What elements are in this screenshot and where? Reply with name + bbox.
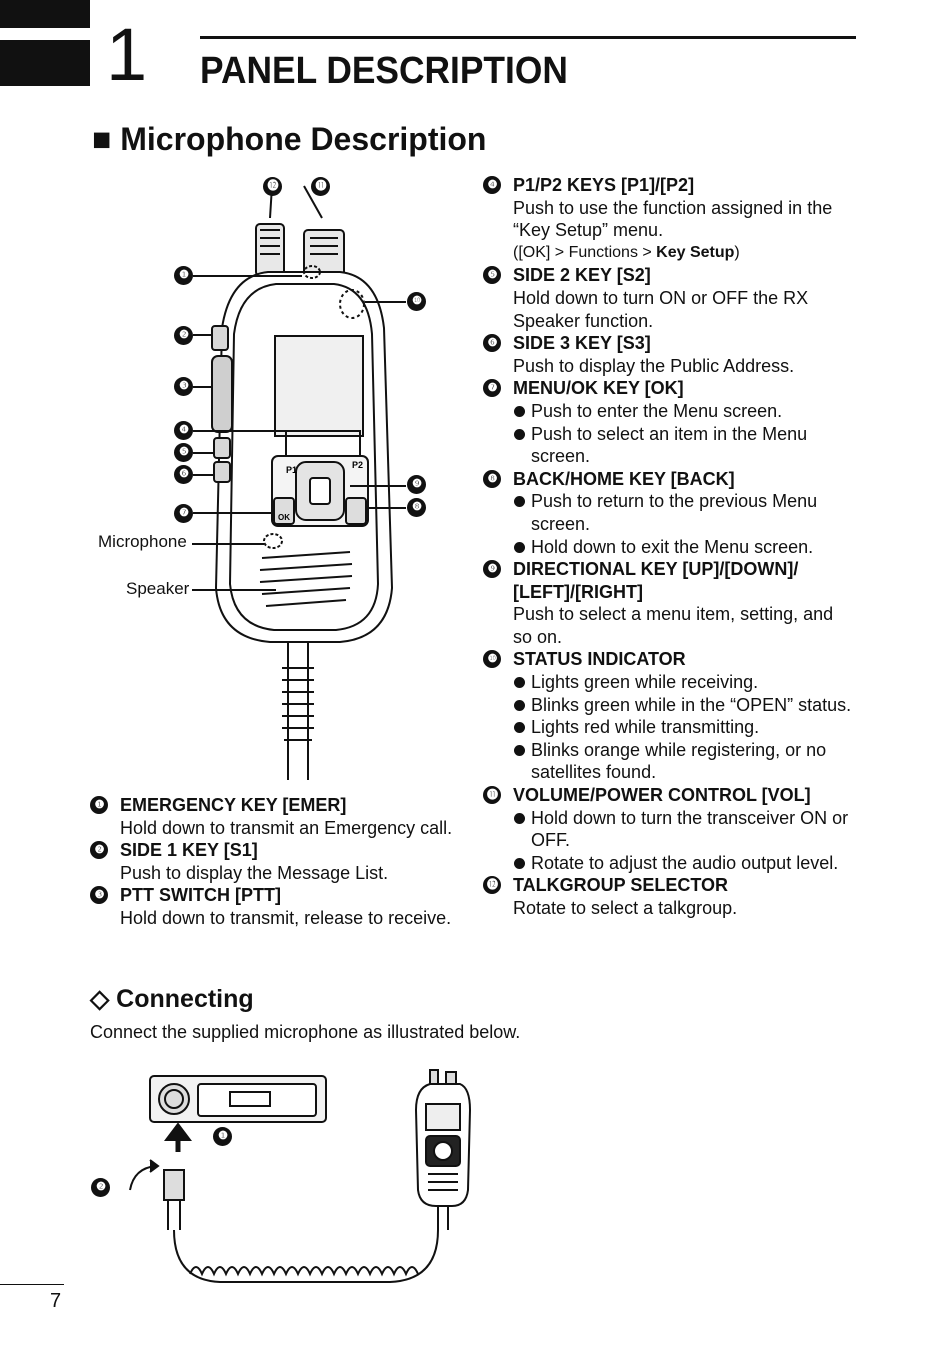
bullet-item: Push to select an item in the Menu scree… <box>513 423 855 468</box>
item-number: ❹ <box>483 176 501 194</box>
item-number: ⓬ <box>483 876 501 895</box>
item-number: ⓫ <box>483 786 501 805</box>
bullet-item: Rotate to adjust the audio output level. <box>513 852 855 875</box>
menu-path: ([OK] > Functions > Key Setup) <box>513 242 855 265</box>
item-title: STATUS INDICATOR <box>513 649 686 670</box>
callout-4: ❹ <box>174 421 193 440</box>
bullet-item: Blinks green while in the “OPEN” status. <box>513 694 855 717</box>
item-p1p2-keys: ❹ P1/P2 KEYS [P1]/[P2] Push to use the f… <box>483 174 855 264</box>
chapter-tab-bar-top <box>0 0 90 28</box>
connect-callout-2: ❷ <box>91 1178 110 1197</box>
connect-callout-1: ❶ <box>213 1127 232 1146</box>
item-number: ❻ <box>483 334 501 353</box>
item-number: ❾ <box>483 560 501 579</box>
item-status-indicator: ❿ STATUS INDICATOR Lights green while re… <box>483 648 855 784</box>
page-number: 7 <box>50 1290 62 1312</box>
left-item-list: ❶ EMERGENCY KEY [EMER] Hold down to tran… <box>90 794 460 930</box>
item-description: Push to display the Public Address. <box>513 355 795 376</box>
callout-8: ❽ <box>407 498 426 517</box>
item-description: Hold down to transmit, release to receiv… <box>120 907 452 928</box>
menu-path-bold: Key Setup <box>656 243 735 261</box>
right-item-list: ❹ P1/P2 KEYS [P1]/[P2] Push to use the f… <box>483 174 855 920</box>
microphone-illustration: P1 P2 OK <box>192 185 406 780</box>
item-description: Push to display the Message List. <box>120 862 389 883</box>
menu-path-prefix: ([OK] > Functions > <box>513 243 657 261</box>
callout-10: ❿ <box>407 292 426 311</box>
callout-7: ❼ <box>174 504 193 523</box>
item-number: ❸ <box>90 886 108 905</box>
callout-3: ❸ <box>174 377 193 396</box>
section-title: ■ Microphone Description <box>92 121 487 157</box>
callout-5: ❺ <box>174 443 193 462</box>
item-number: ❼ <box>483 379 501 398</box>
connection-illustration <box>129 1069 472 1283</box>
bullet-item: Blinks orange while registering, or no s… <box>513 739 855 784</box>
item-back-home-key: ❽ BACK/HOME KEY [BACK] Push to return to… <box>483 468 855 558</box>
item-number: ❶ <box>90 796 108 814</box>
p2-key-label: P2 <box>352 460 363 470</box>
item-title: P1/P2 KEYS [P1]/[P2] <box>513 175 695 195</box>
item-title: PTT SWITCH [PTT] <box>120 885 281 906</box>
item-directional-key: ❾ DIRECTIONAL KEY [UP]/[DOWN]/ [LEFT]/[R… <box>483 558 855 648</box>
connecting-text: Connect the supplied microphone as illus… <box>90 1022 521 1042</box>
item-side2-key: ❺ SIDE 2 KEY [S2] Hold down to turn ON o… <box>483 264 855 332</box>
item-description: Push to use the function assigned in the… <box>513 197 833 241</box>
item-description: Hold down to transmit an Emergency call. <box>120 817 453 838</box>
item-title: SIDE 2 KEY [S2] <box>513 265 651 286</box>
chapter-number: 1 <box>106 13 148 96</box>
bullet-item: Lights green while receiving. <box>513 671 855 694</box>
item-ptt-switch: ❸ PTT SWITCH [PTT] Hold down to transmit… <box>90 884 460 929</box>
microphone-label: Microphone <box>98 532 187 551</box>
item-emergency-key: ❶ EMERGENCY KEY [EMER] Hold down to tran… <box>90 794 460 839</box>
connecting-title: ◇ Connecting <box>90 985 254 1013</box>
bullet-item: Push to enter the Menu screen. <box>513 400 855 423</box>
item-title: SIDE 1 KEY [S1] <box>120 840 258 861</box>
callout-11: ⓫ <box>311 177 330 196</box>
item-side3-key: ❻ SIDE 3 KEY [S3] Push to display the Pu… <box>483 332 855 377</box>
menu-path-suffix: ) <box>734 243 740 261</box>
bullet-item: Hold down to exit the Menu screen. <box>513 536 855 559</box>
item-number: ❺ <box>483 266 501 285</box>
callout-2: ❷ <box>174 326 193 345</box>
item-volume-power-control: ⓫ VOLUME/POWER CONTROL [VOL] Hold down t… <box>483 784 855 874</box>
item-title: SIDE 3 KEY [S3] <box>513 333 651 354</box>
ok-key-label: OK <box>278 513 290 522</box>
item-number: ❷ <box>90 841 108 860</box>
callout-9: ❾ <box>407 475 426 494</box>
item-title: EMERGENCY KEY [EMER] <box>120 795 347 815</box>
item-menu-ok-key: ❼ MENU/OK KEY [OK] Push to enter the Men… <box>483 377 855 467</box>
footer-rule <box>0 1284 64 1285</box>
item-title: BACK/HOME KEY [BACK] <box>513 468 735 489</box>
item-number: ❽ <box>483 469 501 488</box>
item-description: Rotate to select a talkgroup. <box>513 898 738 918</box>
speaker-label: Speaker <box>126 579 190 598</box>
bullet-item: Hold down to turn the transceiver ON or … <box>513 807 855 852</box>
item-number: ❿ <box>483 650 501 669</box>
item-title: TALKGROUP SELECTOR <box>513 875 729 896</box>
callout-1: ❶ <box>174 266 193 285</box>
item-title: MENU/OK KEY [OK] <box>513 378 684 399</box>
item-description: Hold down to turn ON or OFF the RX Speak… <box>513 287 809 331</box>
item-description: Push to select a menu item, setting, and… <box>513 604 834 647</box>
chapter-tab-bar-bottom <box>0 40 90 86</box>
callout-12: ⓬ <box>263 177 282 196</box>
item-side1-key: ❷ SIDE 1 KEY [S1] Push to display the Me… <box>90 839 460 884</box>
callout-6: ❻ <box>174 465 193 484</box>
chapter-title: PANEL DESCRIPTION <box>200 50 568 92</box>
item-title: VOLUME/POWER CONTROL [VOL] <box>513 785 811 806</box>
item-talkgroup-selector: ⓬ TALKGROUP SELECTOR Rotate to select a … <box>483 874 855 919</box>
item-title: DIRECTIONAL KEY [UP]/[DOWN]/ [LEFT]/[RIG… <box>513 559 799 602</box>
bullet-item: Lights red while transmitting. <box>513 716 855 739</box>
p1-key-label: P1 <box>286 465 297 475</box>
chapter-rule <box>200 36 856 39</box>
bullet-item: Push to return to the previous Menu scre… <box>513 490 855 535</box>
